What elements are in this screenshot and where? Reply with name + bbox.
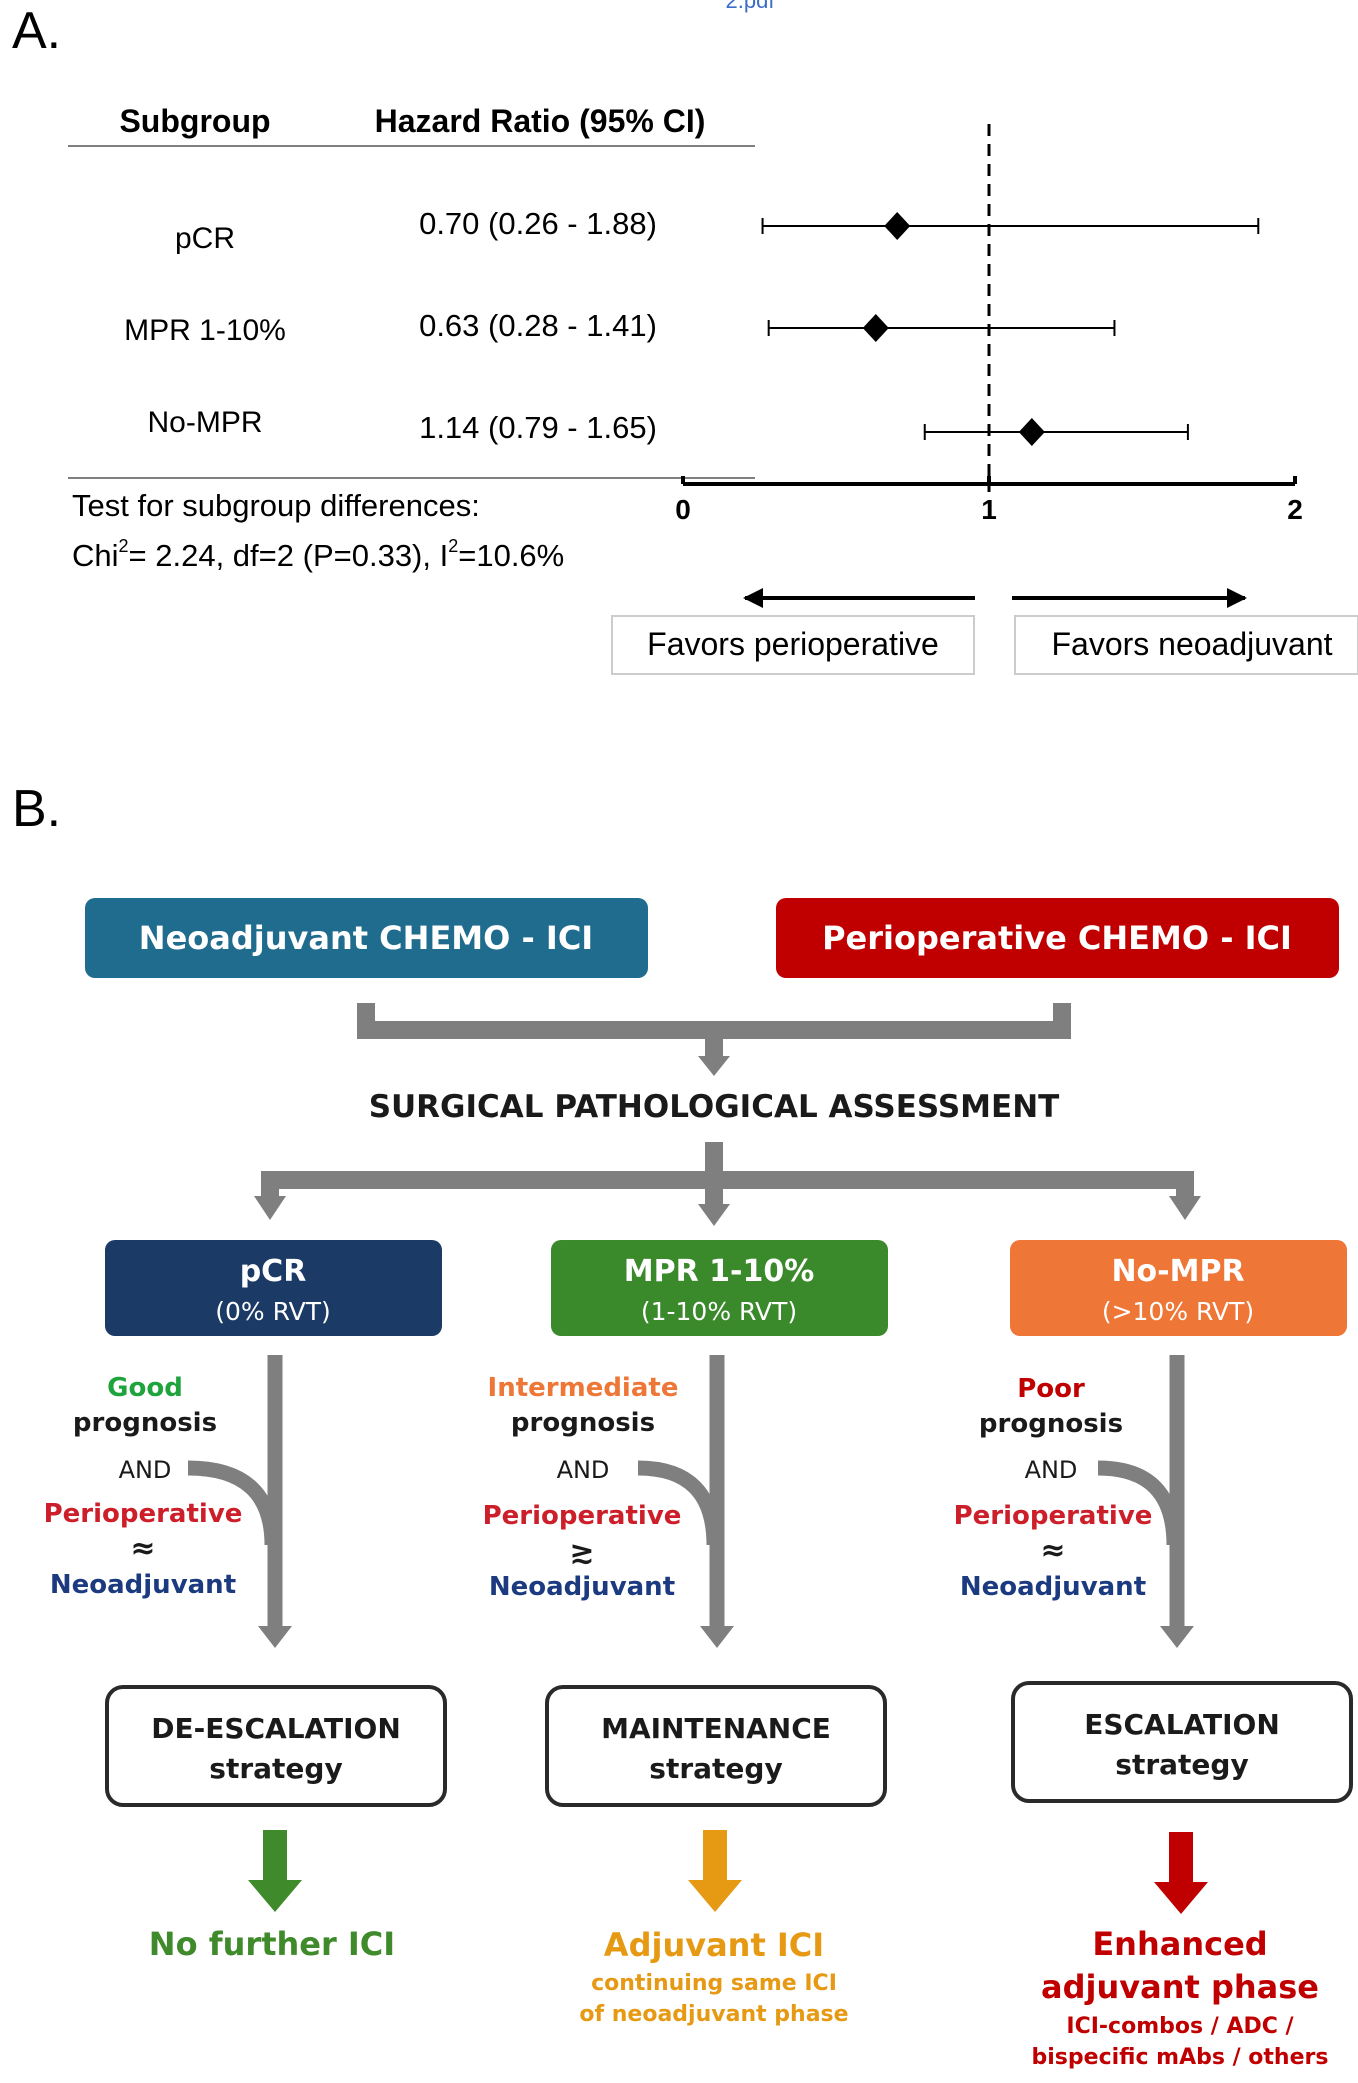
point-estimate-0 xyxy=(884,212,911,240)
enhanced-detail-1: ICI-combos / ADC / xyxy=(1066,2014,1294,2039)
split-connector xyxy=(261,1142,1194,1200)
surgical-pathological-assessment: SURGICAL PATHOLOGICAL ASSESSMENT xyxy=(369,1089,1060,1125)
mpr-subtitle: (1-10% RVT) xyxy=(641,1297,797,1326)
de-escalation-box xyxy=(105,1685,447,1807)
favors-perioperative-label: Favors perioperative xyxy=(647,626,939,662)
split-arrowhead-center xyxy=(698,1204,730,1226)
pcr-prognosis-word: Good xyxy=(107,1373,183,1403)
row-label-nompr: No-MPR xyxy=(147,406,262,439)
mpr-box xyxy=(551,1240,888,1336)
nompr-box xyxy=(1010,1240,1347,1336)
x-axis-tick-label-1: 1 xyxy=(981,494,997,525)
pcr-perioperative: Perioperative xyxy=(44,1499,243,1529)
pcr-prognosis: Good prognosis AND Perioperative ≈ Neoad… xyxy=(44,1373,243,1600)
panel-b-label: B. xyxy=(12,780,61,838)
neoadjuvant-chemo-ici-box xyxy=(85,898,648,978)
panel-b: B. Neoadjuvant CHEMO - ICI Perioperative… xyxy=(12,780,1353,2070)
mpr-flow xyxy=(637,1355,725,1630)
enhanced-line1: Enhanced xyxy=(1092,1925,1267,1963)
mpr-title: MPR 1-10% xyxy=(624,1254,815,1289)
enhanced-line2: adjuvant phase xyxy=(1041,1968,1319,2006)
mpr-flow-arrowhead xyxy=(700,1626,734,1648)
mpr-neoadjuvant: Neoadjuvant xyxy=(489,1572,675,1602)
enhanced-detail-2: bispecific mAbs / others xyxy=(1032,2045,1329,2070)
adjuvant-ici: Adjuvant ICI xyxy=(604,1926,824,1964)
row-ci-pcr: 0.70 (0.26 - 1.88) xyxy=(419,206,657,241)
split-arrowhead-right xyxy=(1169,1196,1201,1220)
pcr-flow-arrowhead xyxy=(258,1626,292,1648)
hazard-ratio-column-header: Hazard Ratio (95% CI) xyxy=(375,103,706,139)
panel-a: A. Subgroup Hazard Ratio (95% CI) pCR 0.… xyxy=(12,2,1358,675)
red-down-arrow xyxy=(1154,1832,1208,1914)
perioperative-chemo-ici-box xyxy=(776,898,1339,978)
favors-perioperative-box xyxy=(611,615,975,675)
nompr-flow-arrowhead xyxy=(1160,1626,1194,1648)
forest-plot: 0 1 2 xyxy=(675,124,1303,525)
point-estimate-1 xyxy=(862,314,889,342)
point-estimate-2 xyxy=(1018,418,1045,446)
escalation-box xyxy=(1011,1681,1353,1803)
subgroup-test-line2: Chi2= 2.24, df=2 (P=0.33), I2=10.6% xyxy=(72,536,564,573)
row-ci-nompr: 1.14 (0.79 - 1.65) xyxy=(419,410,657,445)
perioperative-chemo-ici-label: Perioperative CHEMO - ICI xyxy=(822,919,1292,957)
favors-neoadjuvant-box xyxy=(1014,615,1358,675)
pcr-flow xyxy=(187,1355,283,1630)
mpr-prognosis-word: Intermediate xyxy=(488,1373,679,1403)
adjuvant-ici-detail-2: of neoadjuvant phase xyxy=(579,2002,848,2027)
row-label-pcr: pCR xyxy=(175,222,235,255)
panel-a-label: A. xyxy=(12,2,61,60)
x-axis-tick-label-2: 2 xyxy=(1287,494,1303,525)
mpr-prognosis-label: prognosis xyxy=(511,1408,655,1438)
nompr-perioperative: Perioperative xyxy=(954,1501,1153,1531)
x-axis-tick-label-0: 0 xyxy=(675,494,691,525)
mpr-prognosis: Intermediate prognosis AND Perioperative… xyxy=(483,1373,682,1602)
pcr-subtitle: (0% RVT) xyxy=(215,1297,331,1326)
pcr-title: pCR xyxy=(240,1254,307,1289)
nompr-prognosis-label: prognosis xyxy=(979,1409,1123,1439)
mpr-flow-merge-curve xyxy=(637,1460,722,1546)
pcr-relation: ≈ xyxy=(130,1531,155,1566)
nompr-and: AND xyxy=(1025,1456,1078,1484)
maintenance-line2: strategy xyxy=(649,1752,782,1785)
mpr-relation: ≳ xyxy=(569,1535,594,1570)
subgroup-column-header: Subgroup xyxy=(119,103,270,139)
split-connector-drops xyxy=(261,1180,1194,1208)
file-name-fragment: 2.pdf xyxy=(726,0,776,13)
maintenance-box xyxy=(545,1685,887,1807)
de-escalation-line1: DE-ESCALATION xyxy=(151,1712,401,1745)
row-label-mpr: MPR 1-10% xyxy=(124,314,286,347)
no-further-ici: No further ICI xyxy=(149,1925,395,1963)
escalation-line1: ESCALATION xyxy=(1084,1708,1280,1741)
maintenance-line1: MAINTENANCE xyxy=(601,1712,831,1745)
pcr-box xyxy=(105,1240,442,1336)
adjuvant-ici-detail-1: continuing same ICI xyxy=(591,1971,837,1996)
nompr-title: No-MPR xyxy=(1111,1254,1244,1289)
pcr-flow-merge-curve xyxy=(187,1460,280,1546)
nompr-flow xyxy=(1097,1355,1185,1630)
pcr-neoadjuvant: Neoadjuvant xyxy=(50,1570,236,1600)
nompr-prognosis: Poor prognosis AND Perioperative ≈ Neoad… xyxy=(954,1374,1153,1602)
pcr-and: AND xyxy=(119,1456,172,1484)
de-escalation-line2: strategy xyxy=(209,1752,342,1785)
favors-neoadjuvant-label: Favors neoadjuvant xyxy=(1051,626,1332,662)
nompr-subtitle: (>10% RVT) xyxy=(1102,1297,1254,1326)
merge-arrowhead xyxy=(698,1056,730,1076)
nompr-neoadjuvant: Neoadjuvant xyxy=(960,1572,1146,1602)
orange-down-arrow xyxy=(688,1830,742,1912)
green-down-arrow xyxy=(248,1830,302,1912)
mpr-and: AND xyxy=(557,1456,610,1484)
subgroup-test-line1: Test for subgroup differences: xyxy=(72,488,480,523)
escalation-line2: strategy xyxy=(1115,1748,1248,1781)
nompr-relation: ≈ xyxy=(1040,1533,1065,1568)
merge-connector xyxy=(357,1003,1071,1060)
mpr-perioperative: Perioperative xyxy=(483,1501,682,1531)
nompr-flow-merge-curve xyxy=(1097,1460,1182,1546)
split-arrowhead-left xyxy=(254,1196,286,1220)
nompr-prognosis-word: Poor xyxy=(1017,1374,1085,1404)
row-ci-mpr: 0.63 (0.28 - 1.41) xyxy=(419,308,657,343)
pcr-prognosis-label: prognosis xyxy=(73,1408,217,1438)
neoadjuvant-chemo-ici-label: Neoadjuvant CHEMO - ICI xyxy=(139,919,593,957)
